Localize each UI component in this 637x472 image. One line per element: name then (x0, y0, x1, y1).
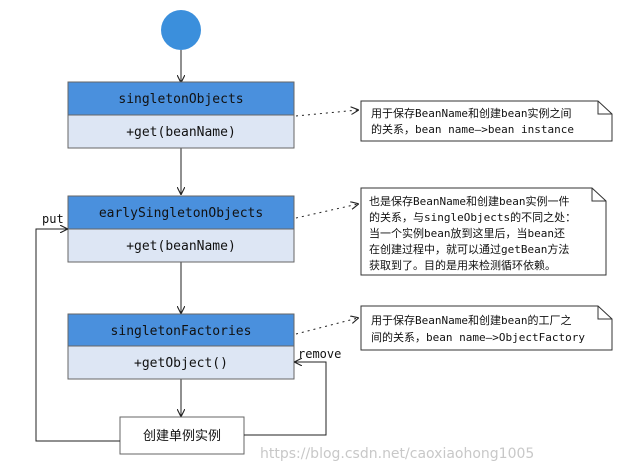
note-line: 获取到了。目的是用来检测循环依赖。 (369, 258, 556, 272)
remove-loop-line (244, 362, 327, 436)
note-line: 也是保存BeanName和创建bean实例一件 (369, 194, 569, 208)
watermark: https://blog.csdn.net/caoxiaohong1005 (260, 446, 534, 462)
class-name: earlySingletonObjects (99, 206, 263, 221)
note-connector-3 (295, 318, 358, 335)
note-connector-1 (295, 110, 358, 117)
note-line: 间的关系，bean name—>ObjectFactory (371, 330, 585, 344)
create-instance-label: 创建单例实例 (143, 429, 221, 444)
class-early-singleton-objects: earlySingletonObjects +get(beanName) (67, 195, 295, 263)
create-instance-box: 创建单例实例 (119, 416, 245, 455)
class-method: +getObject() (134, 356, 228, 371)
note-line: 当一个实例bean放到这里后，当bean还 (369, 226, 565, 240)
class-name: singletonObjects (118, 92, 243, 107)
note-line: 在创建过程中，就可以通过getBean方法 (369, 242, 569, 256)
class-singleton-factories: singletonFactories +getObject() (67, 313, 295, 380)
put-loop-line (35, 229, 120, 442)
class-method: +get(beanName) (126, 125, 236, 140)
note-3: 用于保存BeanName和创建bean的工厂之 间的关系，bean name—>… (360, 305, 613, 351)
note-line: 的关系，与singleObjects的不同之处： (369, 210, 576, 224)
class-method: +get(beanName) (126, 239, 236, 254)
note-2: 也是保存BeanName和创建bean实例一件 的关系，与singleObjec… (360, 187, 607, 276)
note-line: 用于保存BeanName和创建bean的工厂之 (371, 313, 571, 327)
note-line: 的关系，bean name—>bean instance (371, 122, 574, 136)
note-1: 用于保存BeanName和创建bean实例之间 的关系，bean name—>b… (360, 100, 613, 142)
start-node (161, 10, 201, 50)
note-line: 用于保存BeanName和创建bean实例之间 (371, 106, 571, 120)
note-connector-2 (295, 204, 358, 219)
put-label: put (42, 212, 64, 226)
remove-label: remove (298, 347, 341, 361)
class-name: singletonFactories (111, 324, 252, 339)
class-singleton-objects: singletonObjects +get(beanName) (67, 81, 295, 149)
